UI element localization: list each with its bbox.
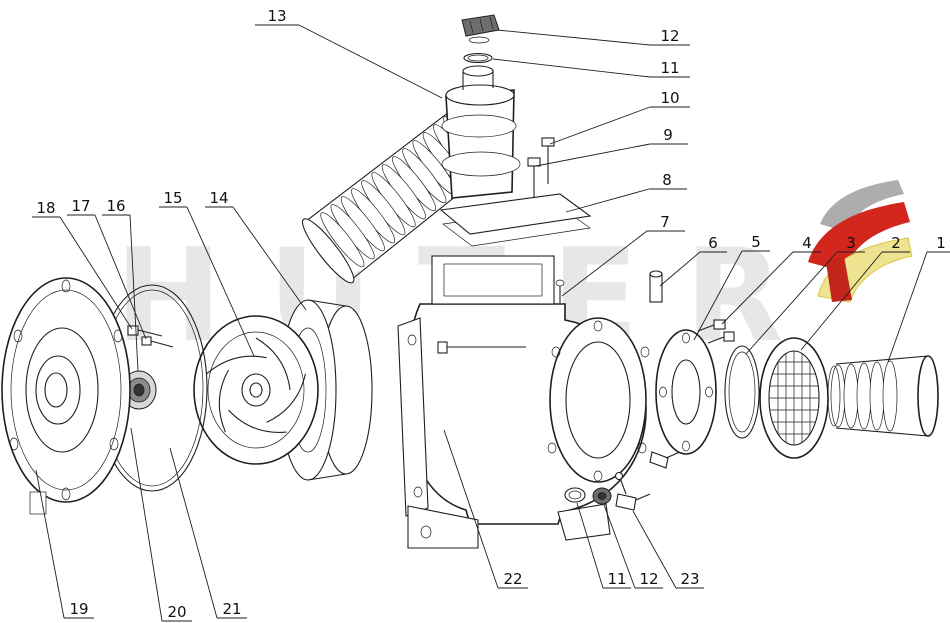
leader-9 bbox=[535, 143, 651, 167]
callout-1: 1 bbox=[936, 234, 946, 252]
callout-12: 12 bbox=[660, 27, 679, 45]
callout-7: 7 bbox=[660, 213, 670, 231]
callout-9: 9 bbox=[663, 126, 673, 144]
logo-red-swoosh bbox=[808, 202, 910, 272]
part-plug-pin bbox=[649, 270, 663, 303]
callout-22: 22 bbox=[503, 570, 522, 588]
leader-17 bbox=[94, 214, 147, 340]
leader-1 bbox=[887, 251, 928, 363]
logo-red-wedge bbox=[826, 256, 852, 302]
part-cover-bolts bbox=[127, 325, 174, 348]
leader-11b bbox=[576, 502, 604, 589]
leader-11 bbox=[492, 58, 651, 78]
leader-21 bbox=[169, 447, 218, 619]
callout-12-bottom: 12 bbox=[639, 570, 658, 588]
part-hose-coupling bbox=[827, 355, 939, 437]
leader-20 bbox=[130, 427, 163, 622]
leader-10 bbox=[549, 106, 651, 145]
callout-10: 10 bbox=[660, 89, 679, 107]
logo-gray-swoosh bbox=[820, 180, 904, 232]
leader-3 bbox=[745, 251, 838, 355]
leader-14 bbox=[232, 206, 307, 311]
callout-15: 15 bbox=[163, 189, 182, 207]
callout-11-bottom: 11 bbox=[607, 570, 626, 588]
part-mount-flange bbox=[439, 193, 592, 235]
leader-5 bbox=[693, 250, 743, 341]
leader-6 bbox=[659, 251, 701, 287]
callout-2: 2 bbox=[891, 234, 901, 252]
callout-6: 6 bbox=[708, 234, 718, 252]
callouts: 13 12 11 10 9 8 7 6 5 4 3 2 1 18 17 16 1 bbox=[32, 7, 950, 622]
callout-18: 18 bbox=[36, 199, 55, 217]
leader-4 bbox=[721, 251, 794, 325]
leader-8 bbox=[565, 188, 650, 213]
part-stud-bolt-upper bbox=[541, 137, 555, 184]
leader-lines bbox=[35, 24, 928, 622]
part-gasket-ring bbox=[724, 345, 760, 439]
part-flange-bolts bbox=[697, 319, 735, 344]
huter-logo bbox=[808, 180, 913, 303]
callout-13: 13 bbox=[267, 7, 286, 25]
callout-20: 20 bbox=[167, 603, 186, 621]
part-pump-housing bbox=[397, 255, 681, 549]
callout-14: 14 bbox=[209, 189, 228, 207]
callout-16: 16 bbox=[106, 197, 125, 215]
part-filler-cap bbox=[461, 14, 500, 44]
part-strainer bbox=[759, 337, 829, 459]
part-drain-valve bbox=[614, 471, 651, 511]
leader-19 bbox=[35, 469, 65, 619]
leader-23 bbox=[632, 510, 677, 589]
callout-11: 11 bbox=[660, 59, 679, 77]
part-adapter-flange bbox=[655, 329, 717, 455]
part-front-cover bbox=[1, 277, 131, 515]
part-stud-bolt-lower bbox=[527, 157, 541, 198]
callout-19: 19 bbox=[69, 600, 88, 618]
leader-13 bbox=[298, 24, 443, 99]
leader-22 bbox=[443, 429, 499, 589]
callout-17: 17 bbox=[71, 197, 90, 215]
part-drain-ring bbox=[564, 487, 586, 503]
callout-5: 5 bbox=[751, 233, 761, 251]
part-discharge-elbow bbox=[441, 65, 521, 199]
leader-2 bbox=[800, 251, 883, 351]
leader-12b bbox=[603, 504, 636, 589]
leader-12 bbox=[496, 29, 651, 46]
callout-4: 4 bbox=[802, 234, 812, 252]
part-impeller bbox=[193, 315, 319, 465]
leader-18 bbox=[59, 216, 133, 330]
leader-16 bbox=[129, 214, 139, 372]
callout-21: 21 bbox=[222, 600, 241, 618]
part-sealing-ring bbox=[463, 52, 493, 64]
part-suction-hose bbox=[301, 111, 492, 284]
callout-23: 23 bbox=[680, 570, 699, 588]
callout-8: 8 bbox=[662, 171, 672, 189]
leader-7 bbox=[561, 230, 648, 297]
leader-15 bbox=[186, 206, 255, 357]
part-drain-cap bbox=[592, 487, 612, 505]
callout-3: 3 bbox=[846, 234, 856, 252]
